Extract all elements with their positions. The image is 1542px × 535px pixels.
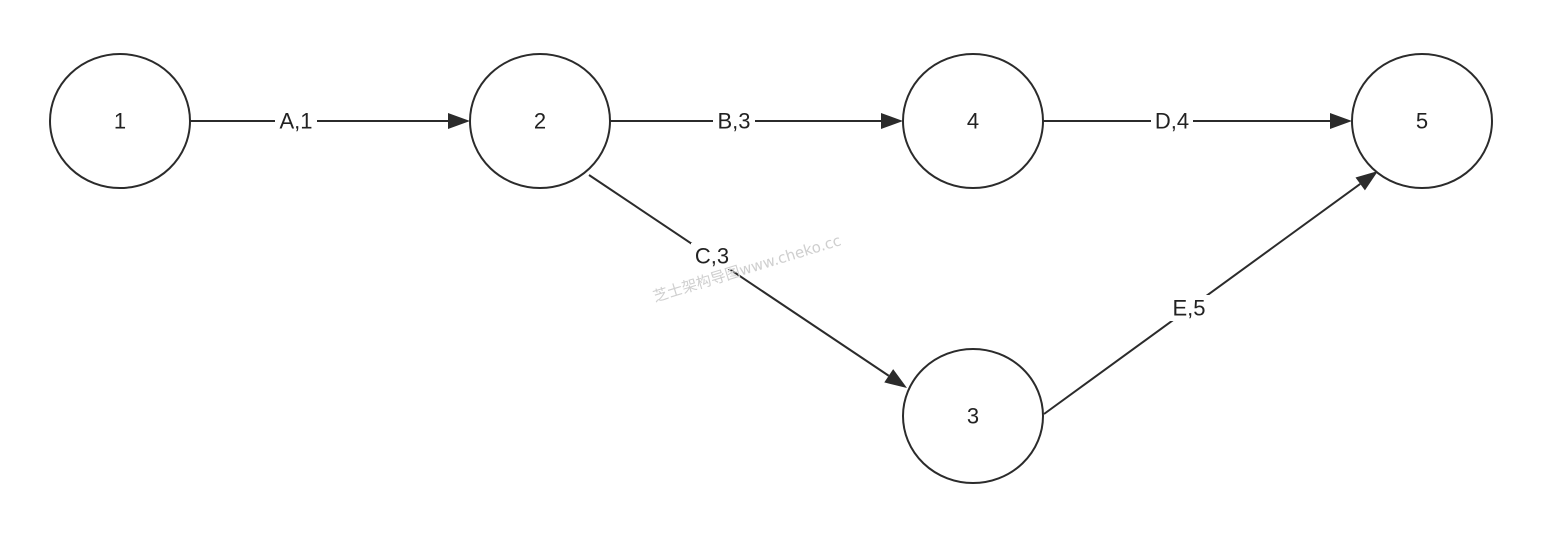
node-5: 5 bbox=[1351, 53, 1493, 189]
node-circle bbox=[469, 53, 611, 189]
edge-label-background bbox=[713, 108, 755, 134]
node-label: 3 bbox=[967, 404, 979, 429]
node-label: 2 bbox=[534, 109, 546, 134]
edge-line bbox=[588, 174, 890, 377]
arrow-head-icon bbox=[1355, 171, 1378, 191]
node-label: 4 bbox=[967, 109, 979, 134]
arrow-head-icon bbox=[1330, 113, 1352, 129]
arrow-head-icon bbox=[881, 113, 903, 129]
node-circle bbox=[902, 348, 1044, 484]
edge-label: D,4 bbox=[1155, 109, 1189, 134]
edge-label-background bbox=[691, 243, 733, 269]
edge-2-4: B,3 bbox=[610, 108, 903, 134]
nodes-layer: 1 2 4 5 3 bbox=[49, 53, 1493, 484]
node-circle bbox=[49, 53, 191, 189]
node-4: 4 bbox=[902, 53, 1044, 189]
edge-1-2: A,1 bbox=[190, 108, 470, 134]
node-1: 1 bbox=[49, 53, 191, 189]
edge-4-5: D,4 bbox=[1043, 108, 1352, 134]
watermark-text: 芝士架构导图www.cheko.cc bbox=[651, 231, 843, 305]
edge-label-background bbox=[275, 108, 317, 134]
arrow-head-icon bbox=[448, 113, 470, 129]
edges-layer: A,1 B,3 D,4C,3E,5 bbox=[190, 108, 1378, 415]
edge-label: B,3 bbox=[717, 109, 750, 134]
node-3: 3 bbox=[902, 348, 1044, 484]
arrow-head-icon bbox=[884, 369, 907, 388]
edge-2-3: C,3 bbox=[588, 174, 907, 388]
edge-label-background bbox=[1168, 295, 1210, 321]
node-circle bbox=[1351, 53, 1493, 189]
edge-3-5: E,5 bbox=[1043, 171, 1378, 415]
node-label: 5 bbox=[1416, 109, 1428, 134]
edge-label: E,5 bbox=[1172, 296, 1205, 321]
edge-label: C,3 bbox=[695, 244, 729, 269]
node-circle bbox=[902, 53, 1044, 189]
node-label: 1 bbox=[114, 109, 126, 134]
node-2: 2 bbox=[469, 53, 611, 189]
edge-label-background bbox=[1151, 108, 1193, 134]
edge-label: A,1 bbox=[279, 109, 312, 134]
